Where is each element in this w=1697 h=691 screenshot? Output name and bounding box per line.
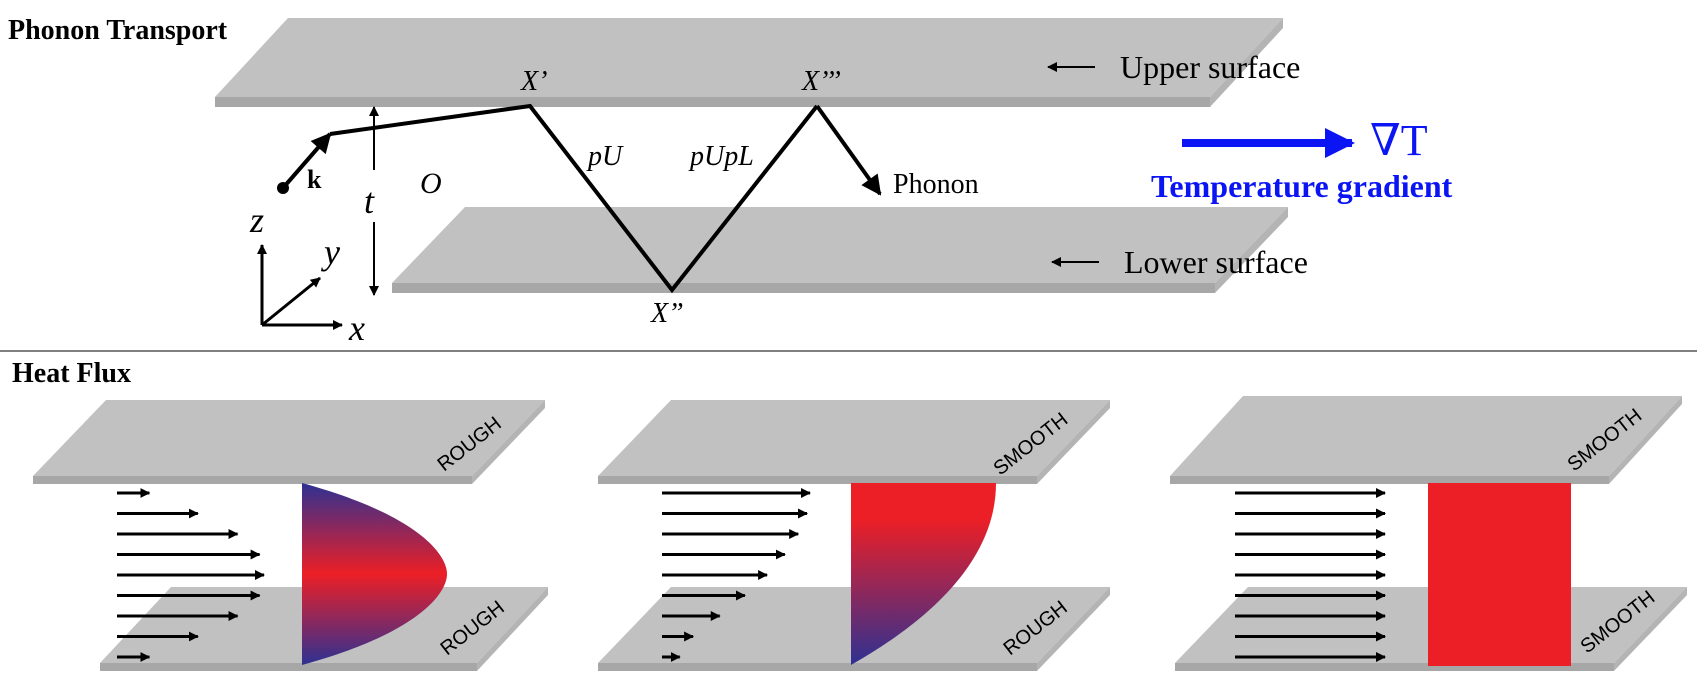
wave-vector-label: k (307, 165, 322, 194)
point-x3-label: X’’’ (801, 66, 841, 97)
coordinate-axes (257, 244, 343, 330)
z-axis-label: z (249, 200, 264, 240)
phonon-exit-arrow (815, 104, 882, 196)
segment-label-pupl: pUpL (688, 141, 754, 172)
phonon-label: Phonon (893, 169, 979, 200)
heat-flux-case-rough-rough: ROUGH ROUGH (33, 400, 548, 671)
upper-surface (215, 18, 1283, 107)
point-x1-label: X’ (520, 66, 547, 97)
temperature-gradient-label: Temperature gradient (1151, 168, 1453, 204)
case3-flux-profile (1428, 483, 1571, 666)
heat-flux-case-smooth-smooth: SMOOTH SMOOTH (1170, 396, 1687, 671)
lower-surface (392, 207, 1288, 293)
case2-flux-profile (851, 483, 996, 665)
y-axis-label: y (321, 232, 340, 272)
upper-surface-label: Upper surface (1120, 49, 1300, 85)
case3-flux-arrows (1235, 488, 1386, 662)
lower-surface-label: Lower surface (1124, 244, 1308, 280)
thickness-label: t (364, 181, 375, 221)
phonon-path (277, 103, 882, 294)
point-x2-label: X” (650, 298, 684, 329)
case2-upper-surface (598, 400, 1110, 484)
heat-flux-title: Heat Flux (12, 358, 131, 389)
phonon-trajectory (329, 103, 819, 294)
case1-upper-surface (33, 400, 545, 484)
case1-flux-profile (302, 483, 447, 665)
gradient-symbol: ∇T (1370, 116, 1428, 165)
case2-flux-arrows (662, 488, 811, 662)
case1-flux-arrows (117, 488, 265, 662)
case3-upper-surface (1170, 396, 1682, 484)
origin-label: O (420, 167, 442, 200)
wave-vector-arrow (281, 132, 332, 190)
heat-flux-case-smooth-rough: SMOOTH ROUGH (598, 400, 1110, 671)
segment-label-pu: pU (586, 141, 624, 172)
y-axis-arrow (261, 276, 321, 327)
phonon-transport-title: Phonon Transport (8, 15, 228, 46)
x-axis-label: x (348, 308, 365, 348)
